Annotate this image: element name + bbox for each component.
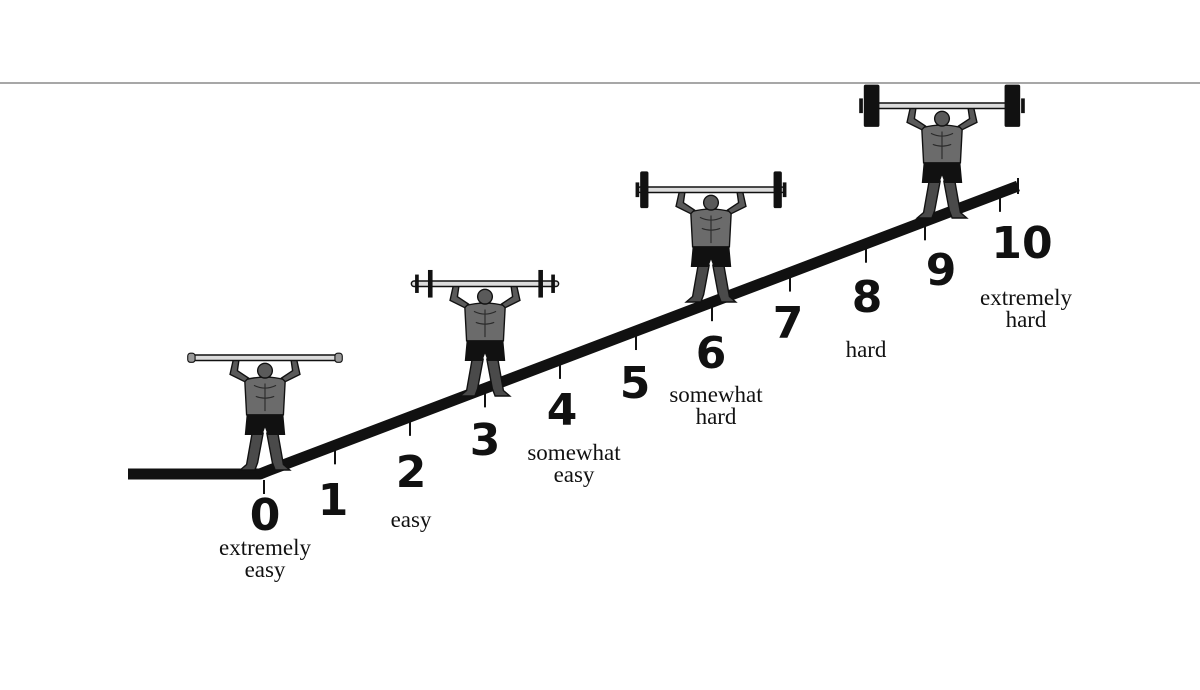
scale-ticks: [263, 197, 1001, 494]
scale-number-8: 8: [852, 272, 883, 323]
scale-label-6-line-0: somewhat: [669, 382, 763, 407]
scale-number-6: 6: [696, 328, 727, 379]
scale-label-10-line-1: hard: [1006, 307, 1047, 332]
scale-number-4: 4: [547, 385, 578, 436]
scale-label-4-line-1: easy: [554, 462, 595, 487]
scale-number-3: 3: [470, 415, 501, 466]
scale-labels: 0extremelyeasy12easy34somewhateasy56some…: [219, 218, 1072, 582]
weightlifter-medium-plates-icon: [635, 171, 787, 303]
scale-label-0-line-0: extremely: [219, 535, 311, 560]
scale-label-8-line-0: hard: [846, 337, 887, 362]
weightlifter-heavy-plates-icon: [859, 84, 1025, 219]
scale-label-6-line-1: hard: [696, 404, 737, 429]
scale-label-2-line-0: easy: [391, 507, 432, 532]
weightlifter-small-plates-icon: [410, 269, 560, 397]
scale-label-0-line-1: easy: [245, 557, 286, 582]
scale-number-1: 1: [318, 475, 349, 526]
weightlifter-light-bar-icon: [187, 352, 343, 471]
scale-label-4-line-0: somewhat: [527, 440, 621, 465]
scale-number-0: 0: [250, 490, 281, 541]
scale-number-5: 5: [620, 358, 651, 409]
scale-number-7: 7: [773, 298, 804, 349]
weightlifter-figures: [187, 84, 1025, 471]
scale-label-10-line-0: extremely: [980, 285, 1072, 310]
scale-number-2: 2: [396, 447, 427, 498]
ramp-line: [128, 180, 1020, 480]
scale-number-10: 10: [991, 218, 1052, 269]
ramp: [128, 178, 1020, 480]
scale-number-9: 9: [926, 245, 957, 296]
